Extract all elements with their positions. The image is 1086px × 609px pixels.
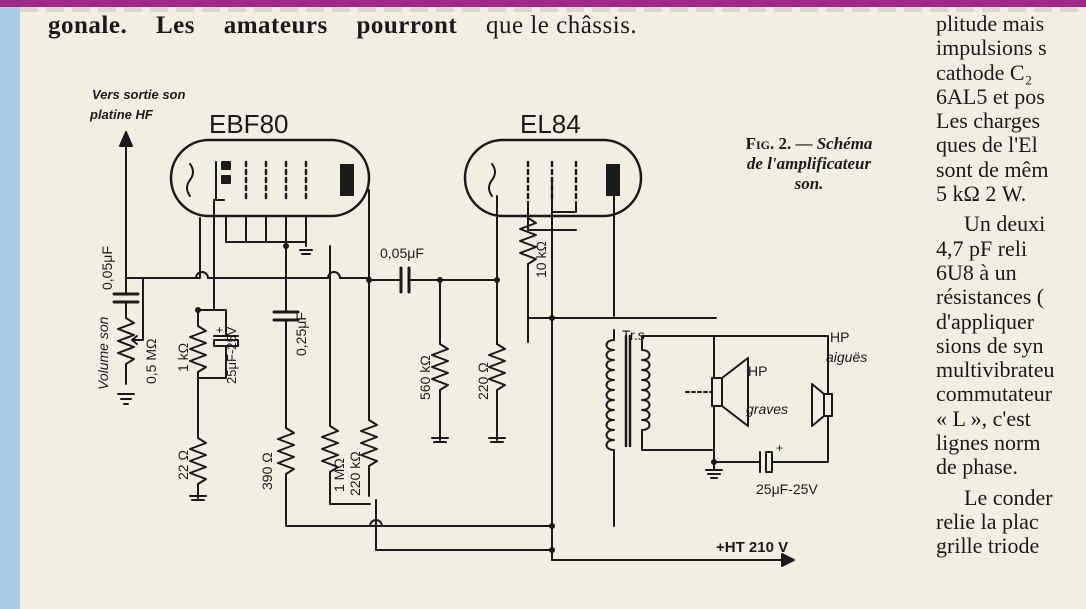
intro-word: pourront <box>356 12 458 39</box>
svg-text:+: + <box>776 441 783 455</box>
hp-aigu-label-2: aiguës <box>826 349 867 365</box>
resistor-1M <box>321 245 339 503</box>
wire-crossover <box>195 271 341 279</box>
input-label-1: Vers sortie son <box>92 87 186 102</box>
tube1-label: EBF80 <box>209 109 289 139</box>
c-output-label: 25μF-25V <box>756 481 818 497</box>
capacitor-screen <box>272 215 300 361</box>
capacitor-input <box>112 275 140 319</box>
text-line: d'appliquer <box>936 308 1035 334</box>
r-volume-label: 0,5 MΩ <box>143 339 159 384</box>
wire-220k-bottom <box>375 499 553 551</box>
text-line: 6U8 à un <box>936 259 1017 285</box>
text-line: ques de l'El <box>936 132 1038 158</box>
text-line: 4,7 pF reli <box>936 235 1028 261</box>
text-line: impulsions s <box>936 35 1047 61</box>
resistor-220k <box>360 189 378 497</box>
ht-arrow <box>781 553 795 567</box>
intro-word: Les <box>155 12 195 39</box>
resistor-560k <box>431 279 449 443</box>
hp-graves-label-1: HP <box>748 363 767 379</box>
text-line: 5 kΩ 2 W. <box>936 181 1027 207</box>
caption-line-3: son. <box>794 174 824 193</box>
text-line: grille triode <box>936 533 1040 559</box>
top-color-bar <box>0 0 1086 7</box>
caption-line-2: de l'amplificateur <box>746 154 872 173</box>
junction-dots <box>195 243 717 553</box>
text-line: « L », c'est <box>936 405 1031 431</box>
text-line: plitude mais <box>936 12 1045 36</box>
text-line: Un deuxi <box>964 211 1046 237</box>
r-22-label: 22 Ω <box>175 450 191 480</box>
text-line: cathode C₂ <box>936 59 1033 85</box>
c-cathode-label: 25μF-25V <box>224 326 239 384</box>
speaker-treble <box>727 335 833 463</box>
volume-label: Volume son <box>95 316 111 390</box>
text-line: Le conder <box>964 484 1053 510</box>
ebf80-ground <box>299 215 313 255</box>
transformer-label: Tr.s <box>622 327 645 343</box>
volume-potentiometer <box>117 317 144 405</box>
hp-graves-label-2: graves <box>746 401 788 417</box>
intro-line: gonale. Les amateurs pourront que le châ… <box>48 12 659 40</box>
secondary-wires <box>641 335 729 451</box>
text-line: Les charges <box>936 108 1041 134</box>
hp-aigu-label-1: HP <box>830 329 849 345</box>
r-1k-label: 1 kΩ <box>175 343 191 372</box>
resistor-10k <box>519 201 537 285</box>
r-390-label: 390 Ω <box>259 452 275 490</box>
intro-word: que le châssis. <box>485 12 638 39</box>
input-label-2: platine HF <box>89 107 154 122</box>
r-220k-label: 220 kΩ <box>347 451 363 496</box>
r-10k-label: 10 kΩ <box>533 241 549 278</box>
text-line: lignes norm <box>936 430 1041 456</box>
figure-label: Fig. 2. — <box>745 134 813 153</box>
c-screen-label: 0,25μF <box>293 312 309 356</box>
intro-word: amateurs <box>223 12 328 39</box>
c-coupling-label: 0,05μF <box>380 245 424 261</box>
text-line: commutateur <box>936 381 1053 407</box>
caption-line-1: Schéma <box>816 134 873 153</box>
plate-wire <box>551 195 717 319</box>
text-line: 6AL5 et pos <box>936 83 1045 109</box>
figure-caption: Fig. 2. — Schéma de l'amplificateur son. <box>704 134 914 194</box>
r-220-label: 220 Ω <box>475 362 491 400</box>
text-line: multivibrateu <box>936 357 1055 383</box>
intro-word: gonale. <box>48 12 128 39</box>
wire-1M-bottom <box>329 499 371 505</box>
text-line: sions de syn <box>936 332 1044 358</box>
capacitor-coupling <box>368 266 498 294</box>
resistor-1k <box>189 309 207 423</box>
text-line: de phase. <box>936 454 1018 480</box>
tube2-label: EL84 <box>520 109 581 139</box>
bus-wire-bottom <box>285 499 553 527</box>
ht-label: +HT 210 V <box>716 539 788 556</box>
ebf80-internal-wires <box>225 215 307 243</box>
capacitor-output: + <box>713 441 789 473</box>
resistor-22 <box>189 419 207 501</box>
output-transformer <box>605 329 651 527</box>
text-line: sont de mêm <box>936 156 1049 182</box>
ht-rail <box>527 179 553 561</box>
r-1M-label: 1 MΩ <box>331 458 347 492</box>
right-text-column: plitude mais impulsions s cathode C₂ 6AL… <box>936 12 1086 559</box>
tube-ebf80 <box>169 138 371 218</box>
svg-text:+: + <box>216 323 223 337</box>
input-arrow <box>119 131 133 147</box>
resistor-390 <box>277 359 295 505</box>
text-line: relie la plac <box>936 508 1039 534</box>
resistor-220 <box>488 343 506 443</box>
capacitor-cathode: + <box>197 309 239 379</box>
r-560k-label: 560 kΩ <box>417 355 433 400</box>
speaker-bass <box>705 335 749 479</box>
scanned-line-fragment <box>20 7 1086 12</box>
c-input-label: 0,05μF <box>99 246 115 290</box>
left-color-bar <box>0 7 20 609</box>
text-line: résistances ( <box>936 284 1045 310</box>
